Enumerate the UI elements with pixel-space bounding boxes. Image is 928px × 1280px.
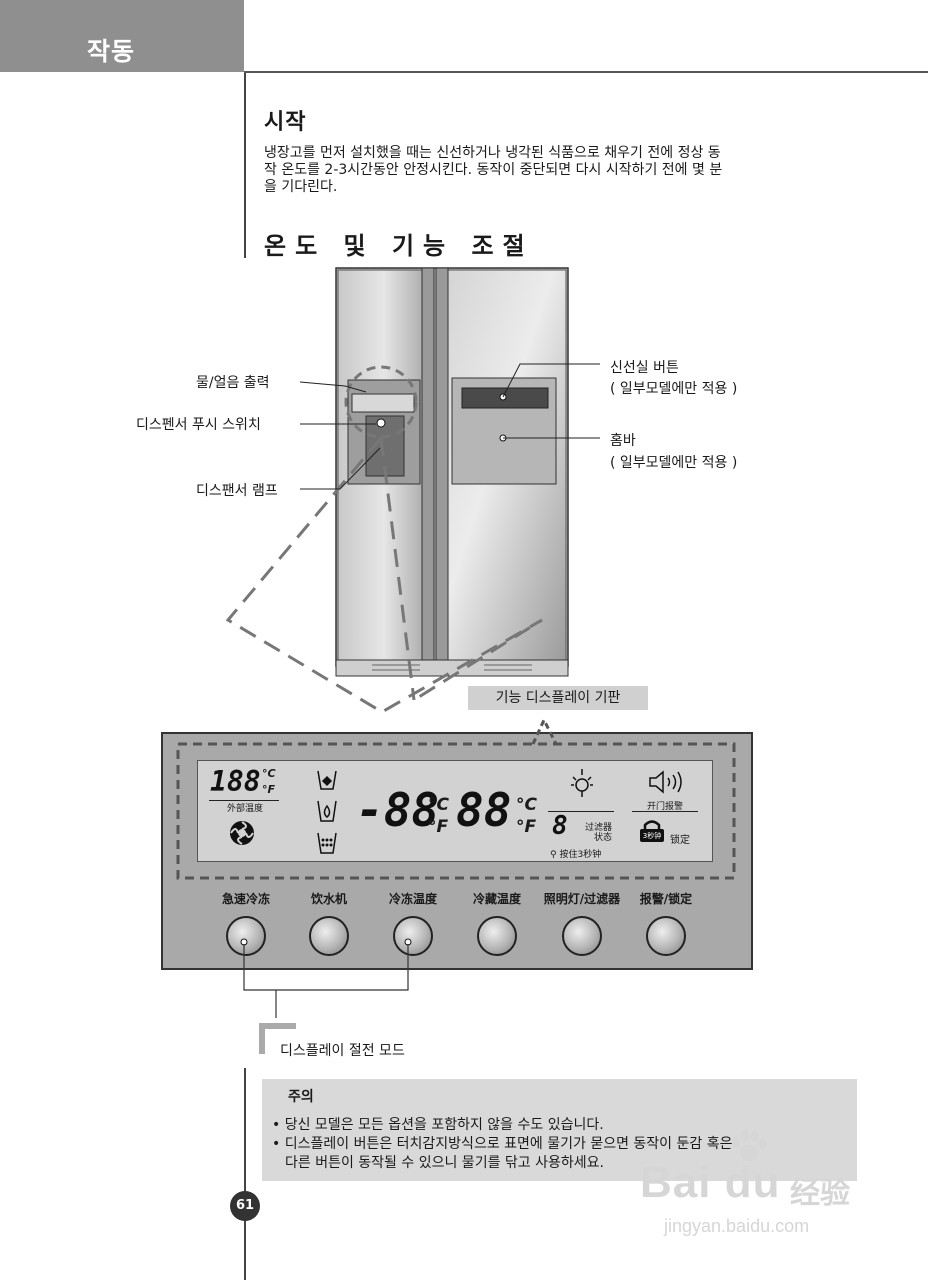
lock-seconds: 3秒钟 (642, 832, 662, 840)
display-off-mode-label: 디스플레이 절전 모드 (280, 1043, 405, 1059)
freezer-temp-button[interactable] (393, 916, 433, 956)
caution-text: 디스플레이 버튼은 터치감지방식으로 표면에 물기가 묻으면 동작이 둔감 혹은 (284, 1136, 733, 1152)
filter-status-label: 过滤器 状态 (584, 823, 612, 843)
light-bulb-icon (571, 769, 593, 797)
lock-label: 锁定 (670, 835, 690, 846)
display-off-bracket (240, 938, 412, 1054)
paragraph-line: 냉장고를 먼저 설치했을 때는 신선하거나 냉각된 식품으로 채우기 전에 정상… (264, 145, 721, 161)
section-header-tab: 작동 (0, 0, 244, 72)
freezer-handle (421, 267, 435, 661)
filter-hold-text: 按住3秒钟 (559, 850, 602, 860)
callout-dispenser-lamp: 디스팬서 램프 (196, 483, 278, 499)
button-label: 冷藏温度 (472, 892, 521, 906)
left-margin-rule-top (244, 73, 246, 258)
filter-digit: 8 (552, 811, 568, 841)
fridge-temp-button[interactable] (477, 916, 517, 956)
page-number: 61 (230, 1191, 260, 1221)
display-board-label: 기능 디스플레이 기판 (495, 690, 621, 706)
filter-hold-label: ⚲ 按住3秒钟 (550, 847, 601, 860)
paragraph-line: 을 기다린다. (264, 179, 338, 195)
fridge-unit-c: °C (516, 795, 537, 815)
button-label: 急速冷冻 (221, 892, 270, 906)
paragraph-line: 작 온도를 2-3시간동안 안정시킨다. 동작이 중단되면 다시 시작하기 전에… (264, 162, 723, 178)
callout-dispenser-switch: 디스펜서 푸시 스위치 (136, 417, 261, 433)
door-alarm-label: 开门报警 (646, 802, 683, 812)
outside-temp-digits: 188 (210, 765, 261, 798)
caution-text-continued: 다른 버튼이 동작될 수 있으니 물기를 닦고 사용하세요. (285, 1155, 604, 1171)
start-paragraph: 냉장고를 먼저 설치했을 때는 신선하거나 냉각된 식품으로 채우기 전에 정상… (264, 145, 856, 196)
section-title-start: 시작 (264, 110, 307, 135)
dispenser-button[interactable] (309, 916, 349, 956)
button-label: 饮水机 (310, 892, 347, 906)
freezer-unit-c: °C (428, 795, 449, 815)
callout-homebar-note: ( 일부모델에만 적용 ) (610, 455, 738, 471)
panel-dashed-outline (176, 716, 736, 880)
dispenser-panel (351, 393, 415, 413)
fridge-handle (435, 267, 449, 661)
caution-box (262, 1079, 857, 1181)
express-freeze-icon (230, 821, 254, 845)
lcd-screen: 188 °C °F 外部温度 -88 °C °F 88 °C °F 8 过滤器 … (197, 760, 713, 862)
callout-fresh-button: 신선실 버튼 (610, 360, 679, 376)
button-label: 照明灯/过滤器 (543, 892, 621, 906)
freezer-temp-digits: -88 (356, 783, 440, 837)
speaker-icon (649, 770, 682, 794)
outside-temp-label: 外部温度 (226, 804, 263, 814)
light-filter-button[interactable] (562, 916, 602, 956)
fridge-temp-digits: 88 (456, 783, 512, 837)
callout-fresh-note: ( 일부모델에만 적용 ) (610, 381, 738, 397)
button-label: 冷冻温度 (388, 892, 437, 906)
left-margin-rule-bottom (244, 1068, 246, 1280)
watermark-url: jingyan.baidu.com (664, 1216, 810, 1236)
watermark-cn: 经验 (790, 1177, 850, 1210)
display-board-label-box: 기능 디스플레이 기판 (468, 686, 648, 710)
watermark-logo: Bai du (640, 1158, 781, 1207)
dispenser-point (376, 418, 386, 428)
section-title-controls: 온도 및 기능 조절 (264, 232, 534, 260)
header-rule (244, 71, 928, 73)
refrigerator-illustration (225, 267, 600, 714)
caution-title: 주의 (288, 1089, 314, 1105)
alarm-lock-button[interactable] (646, 916, 686, 956)
outside-unit-f: °F (262, 783, 276, 796)
button-label: 报警/锁定 (639, 892, 693, 906)
key-icon: ⚲ (550, 850, 557, 860)
paw-icon (732, 1129, 767, 1161)
caution-bullet: • 당신 모델은 모든 옵션을 포함하지 않을 수도 있습니다. (272, 1117, 604, 1133)
section-header-label: 작동 (87, 37, 136, 66)
express-freeze-button[interactable] (226, 916, 266, 956)
callout-homebar: 홈바 (610, 433, 636, 449)
freezer-unit-f: °F (428, 817, 449, 837)
callout-water-ice: 물/얼음 출력 (196, 375, 270, 391)
caution-bullet: • 디스플레이 버튼은 터치감지방식으로 표면에 물기가 묻으면 동작이 둔감 … (272, 1136, 733, 1152)
dispenser-highlight-circle (344, 365, 418, 439)
outside-unit-c: °C (262, 767, 276, 780)
dispenser-mode-icons (317, 770, 337, 854)
fridge-base (335, 659, 569, 677)
caution-text: 당신 모델은 모든 옵션을 포함하지 않을 수도 있습니다. (284, 1117, 604, 1133)
fridge-unit-f: °F (516, 817, 537, 837)
lock-icon (640, 820, 664, 842)
